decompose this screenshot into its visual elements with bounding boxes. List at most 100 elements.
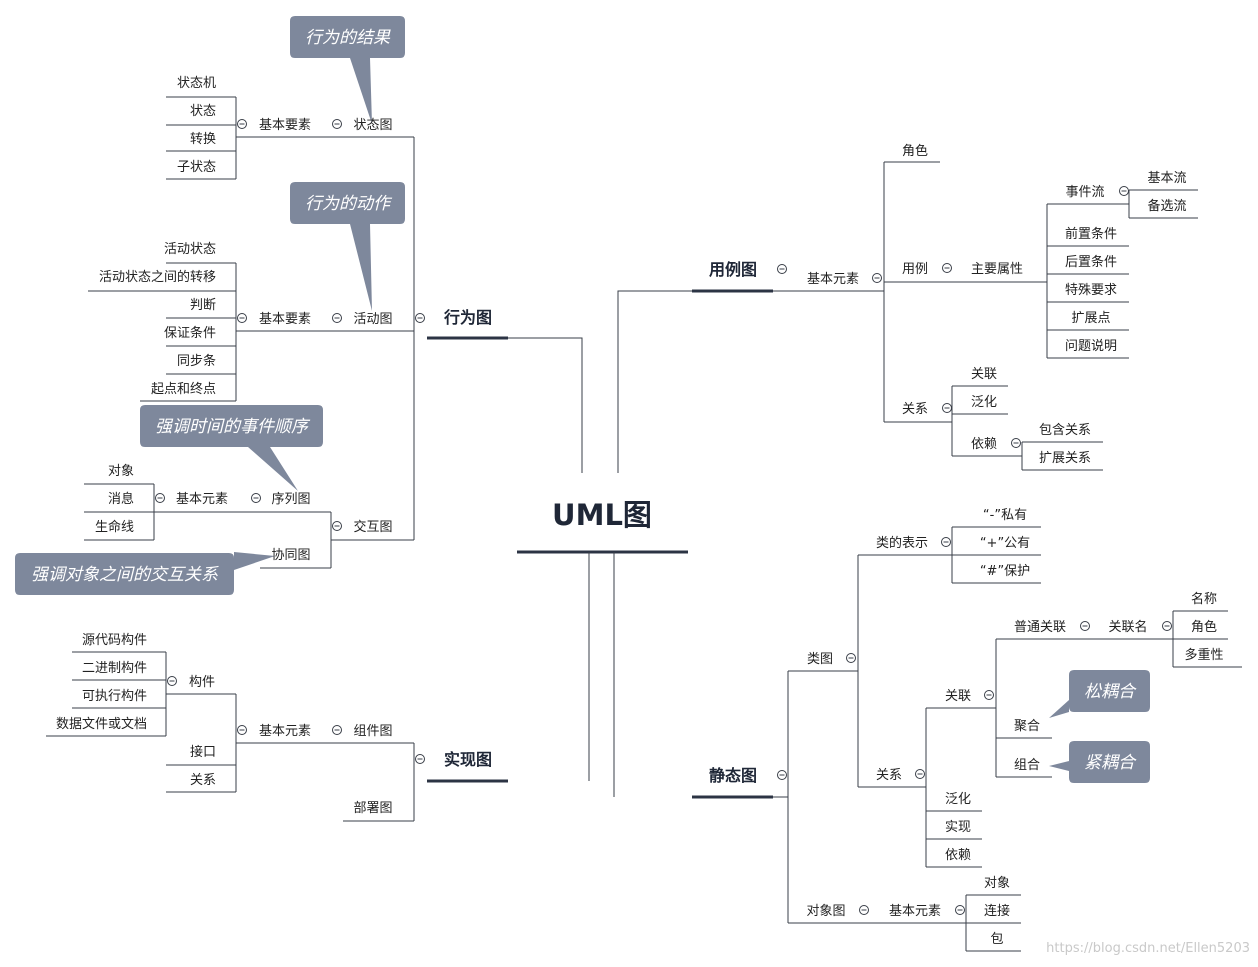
topic-n15hh8qh[interactable]: 二进制构件: [82, 661, 147, 676]
topic-neyrn[interactable]: 名称: [1191, 591, 1217, 607]
topic-nawv0vq[interactable]: 前置条件: [1065, 226, 1117, 242]
main-topic-use-case-diagram[interactable]: 用例图: [709, 260, 757, 279]
topic-nbj8y41[interactable]: 基本要素: [259, 118, 311, 133]
topic-nanlkjd[interactable]: 保证条件: [164, 325, 216, 341]
topic-nbwifk[interactable]: 交互图: [353, 519, 392, 535]
topic-nbizdpr[interactable]: 基本元素: [807, 272, 859, 287]
collapse-toggle-icon[interactable]: [1162, 621, 1172, 631]
collapse-toggle-icon[interactable]: [332, 313, 342, 323]
collapse-toggle-icon[interactable]: [955, 905, 965, 915]
topic-ndr5p0[interactable]: 多重性: [1184, 647, 1223, 663]
topic-ng7v6[interactable]: 实现: [945, 820, 971, 835]
collapse-toggle-icon[interactable]: [251, 493, 261, 503]
topic-nkd43[interactable]: 用例: [902, 262, 928, 277]
collapse-toggle-icon[interactable]: [415, 313, 425, 323]
topic-ncu0fc[interactable]: 同步条: [177, 353, 216, 369]
topic-nbizdpr[interactable]: 基本元素: [259, 724, 311, 739]
topic-ngka8ao[interactable]: 源代码构件: [82, 633, 147, 648]
topic-nbj8y41[interactable]: 基本要素: [259, 312, 311, 327]
collapse-toggle-icon[interactable]: [777, 264, 787, 274]
topic-nbizdpr[interactable]: 基本元素: [889, 904, 941, 919]
collapse-toggle-icon[interactable]: [237, 119, 247, 129]
collapse-toggle-icon[interactable]: [1011, 438, 1021, 448]
topic-natox0u[interactable]: 包含关系: [1039, 422, 1091, 438]
topic-ndilsj1[interactable]: 普通关联: [1014, 620, 1066, 635]
topic-niyc98[interactable]: 组件图: [353, 724, 392, 739]
topic-nlnfn[interactable]: 类图: [807, 652, 833, 667]
topic-nh9ob7[interactable]: 状态图: [353, 118, 392, 133]
topic-nejfs[interactable]: 关系: [876, 768, 902, 783]
collapse-toggle-icon[interactable]: [1080, 621, 1090, 631]
topic-naft0vj[interactable]: 主要属性: [971, 262, 1023, 277]
topic-no5pc[interactable]: 角色: [1191, 619, 1217, 635]
collapse-toggle-icon[interactable]: [984, 690, 994, 700]
topic-no5pc[interactable]: 角色: [902, 143, 928, 159]
collapse-toggle-icon[interactable]: [915, 769, 925, 779]
topic-nmajy[interactable]: 聚合: [1014, 719, 1040, 734]
collapse-toggle-icon[interactable]: [859, 905, 869, 915]
topic-n1l18uli[interactable]: 可执行构件: [82, 689, 147, 704]
topic-nb4tpzp[interactable]: 后置条件: [1065, 254, 1117, 270]
topic-nebfd[interactable]: 依赖: [971, 437, 997, 452]
topic-new6zte[interactable]: 特殊要求: [1065, 283, 1117, 298]
collapse-toggle-icon[interactable]: [237, 725, 247, 735]
collapse-toggle-icon[interactable]: [415, 754, 425, 764]
topic-nged[interactable]: 包: [990, 932, 1003, 947]
topic-n1yhin8b[interactable]: 起点和终点: [151, 381, 216, 397]
topic-ni1gy[interactable]: 构件: [189, 675, 215, 690]
topic-ngex4[interactable]: 对象: [984, 876, 1010, 891]
topic-ne5bp2[interactable]: 对象图: [806, 904, 845, 919]
topic-ncsrr3o[interactable]: 扩展关系: [1039, 451, 1091, 466]
collapse-toggle-icon[interactable]: [332, 119, 342, 129]
topic-nej2h[interactable]: 判断: [190, 298, 216, 313]
topic-ndxizf[interactable]: 子状态: [177, 160, 216, 175]
collapse-toggle-icon[interactable]: [332, 521, 342, 531]
topic-ngex4[interactable]: 对象: [108, 464, 134, 479]
collapse-toggle-icon[interactable]: [942, 263, 952, 273]
topic-noxva[interactable]: 转换: [190, 132, 216, 147]
collapse-toggle-icon[interactable]: [1119, 186, 1129, 196]
topic-niyzf[interactable]: 泛化: [971, 395, 997, 410]
topic-ndqjdr[interactable]: 备选流: [1147, 198, 1186, 214]
topic-nj5rb[interactable]: 消息: [108, 491, 134, 507]
topic-ne4mxzs[interactable]: 活动状态: [164, 242, 216, 257]
topic-nev8kt[interactable]: 扩展点: [1071, 311, 1110, 326]
topic-nde1ov[interactable]: 基本流: [1147, 171, 1186, 186]
topic-n1ioakil[interactable]: “#”保护: [980, 564, 1030, 579]
collapse-toggle-icon[interactable]: [941, 537, 951, 547]
topic-nek3l[interactable]: 关联: [945, 689, 971, 704]
topic-nae1wlu[interactable]: 活动状态之间的转移: [99, 269, 216, 285]
topic-ne91na[interactable]: 序列图: [271, 492, 310, 507]
topic-nk1e3[interactable]: 状态: [190, 104, 216, 119]
topic-ncm22p[interactable]: 协同图: [271, 548, 310, 563]
topic-nejfs[interactable]: 关系: [190, 773, 216, 788]
collapse-toggle-icon[interactable]: [332, 725, 342, 735]
topic-n1iofytn[interactable]: “+”公有: [980, 536, 1030, 551]
topic-nlu8qc[interactable]: 部署图: [353, 801, 392, 816]
main-topic-static-diagram[interactable]: 静态图: [709, 766, 757, 785]
main-topic-behavior-diagram[interactable]: 行为图: [443, 308, 492, 327]
topic-nbizdpr[interactable]: 基本元素: [176, 492, 228, 507]
topic-ngei8h[interactable]: 活动图: [353, 312, 392, 327]
root-topic[interactable]: UML图: [552, 498, 652, 532]
topic-np0nb[interactable]: 连接: [984, 903, 1010, 919]
topic-nr3kyg5[interactable]: 数据文件或文档: [56, 717, 147, 732]
topic-ng78np7[interactable]: 类的表示: [876, 535, 928, 551]
collapse-toggle-icon[interactable]: [872, 273, 882, 283]
topic-nm0uc[interactable]: 组合: [1014, 758, 1040, 773]
topic-njjsu4k[interactable]: 问题说明: [1065, 339, 1117, 354]
topic-nebfd[interactable]: 依赖: [945, 848, 971, 863]
collapse-toggle-icon[interactable]: [777, 770, 787, 780]
collapse-toggle-icon[interactable]: [167, 676, 177, 686]
topic-nejfs[interactable]: 关系: [902, 402, 928, 417]
collapse-toggle-icon[interactable]: [155, 493, 165, 503]
topic-n1ioo3ro[interactable]: “-”私有: [983, 508, 1027, 523]
topic-nek3l[interactable]: 关联: [971, 367, 997, 382]
topic-ncjros[interactable]: 关联名: [1108, 619, 1147, 635]
topic-nheqm[interactable]: 接口: [190, 744, 216, 760]
topic-nh9rin[interactable]: 状态机: [177, 76, 216, 91]
collapse-toggle-icon[interactable]: [237, 313, 247, 323]
collapse-toggle-icon[interactable]: [846, 653, 856, 663]
topic-nhkn5t[interactable]: 生命线: [95, 519, 134, 535]
main-topic-implementation-diagram[interactable]: 实现图: [444, 750, 492, 769]
